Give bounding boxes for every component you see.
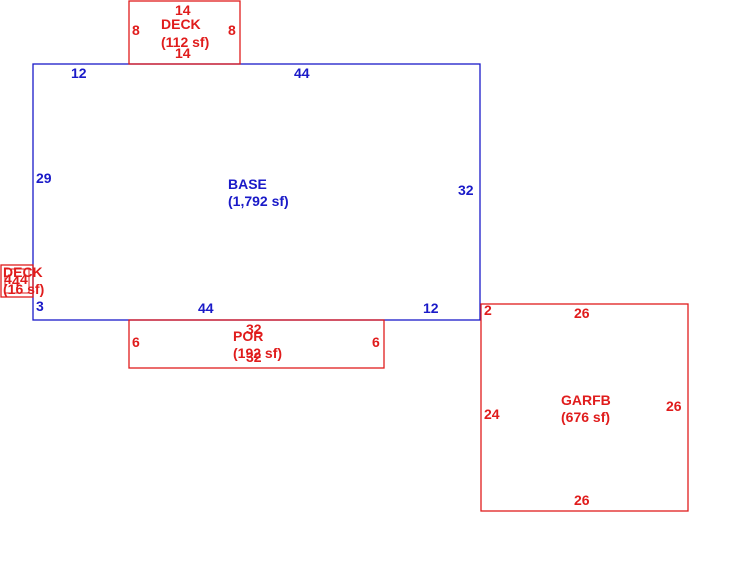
- deck-top-area: (112 sf): [161, 34, 209, 50]
- garfb-dim-top: 26: [574, 305, 590, 321]
- base-dim-top: 44: [294, 65, 310, 81]
- deck-left-name: DECK: [3, 264, 43, 280]
- por-dim-top: 32: [246, 321, 262, 337]
- deck-top-dim-right: 8: [228, 22, 236, 38]
- deck-left-dim-a: 4: [4, 271, 12, 287]
- deck-left-dim-c: 4: [20, 271, 28, 287]
- por-dim-left: 6: [132, 334, 140, 350]
- base-outline: [32, 63, 481, 321]
- deck-top-dim-top: 14: [175, 2, 191, 18]
- deck-left-outline: [0, 264, 34, 298]
- por-dim-right: 6: [372, 334, 380, 350]
- deck-left-dim-b: 4: [12, 273, 20, 289]
- base-dim-right: 32: [458, 182, 474, 198]
- base-dim-top-left: 12: [71, 65, 87, 81]
- por-name: POR: [233, 328, 263, 344]
- garfb-dim-left: 24: [484, 406, 500, 422]
- garfb-outline: [480, 303, 689, 512]
- base-area: (1,792 sf): [228, 193, 289, 209]
- deck-top-dim-left: 8: [132, 22, 140, 38]
- base-dim-bottom-right: 12: [423, 300, 439, 316]
- deck-left-inner-outline: [4, 268, 30, 294]
- base-dim-bottom: 44: [198, 300, 214, 316]
- deck-top-name: DECK: [161, 16, 201, 32]
- por-outline: [128, 319, 385, 369]
- base-name: BASE: [228, 176, 267, 192]
- base-dim-left: 29: [36, 170, 52, 186]
- por-dim-bottom: 32: [246, 349, 262, 365]
- garfb-dim-right: 26: [666, 398, 682, 414]
- deck-top-outline: [128, 0, 241, 65]
- por-area: (192 sf): [233, 345, 282, 361]
- base-dim-bottom-left-step: 3: [36, 298, 44, 314]
- garfb-name: GARFB: [561, 392, 611, 408]
- garfb-dim-bottom: 26: [574, 492, 590, 508]
- garfb-area: (676 sf): [561, 409, 610, 425]
- garfb-dim-corner: 2: [484, 302, 492, 318]
- deck-top-dim-bottom: 14: [175, 45, 191, 61]
- deck-left-area: (16 sf): [3, 281, 44, 297]
